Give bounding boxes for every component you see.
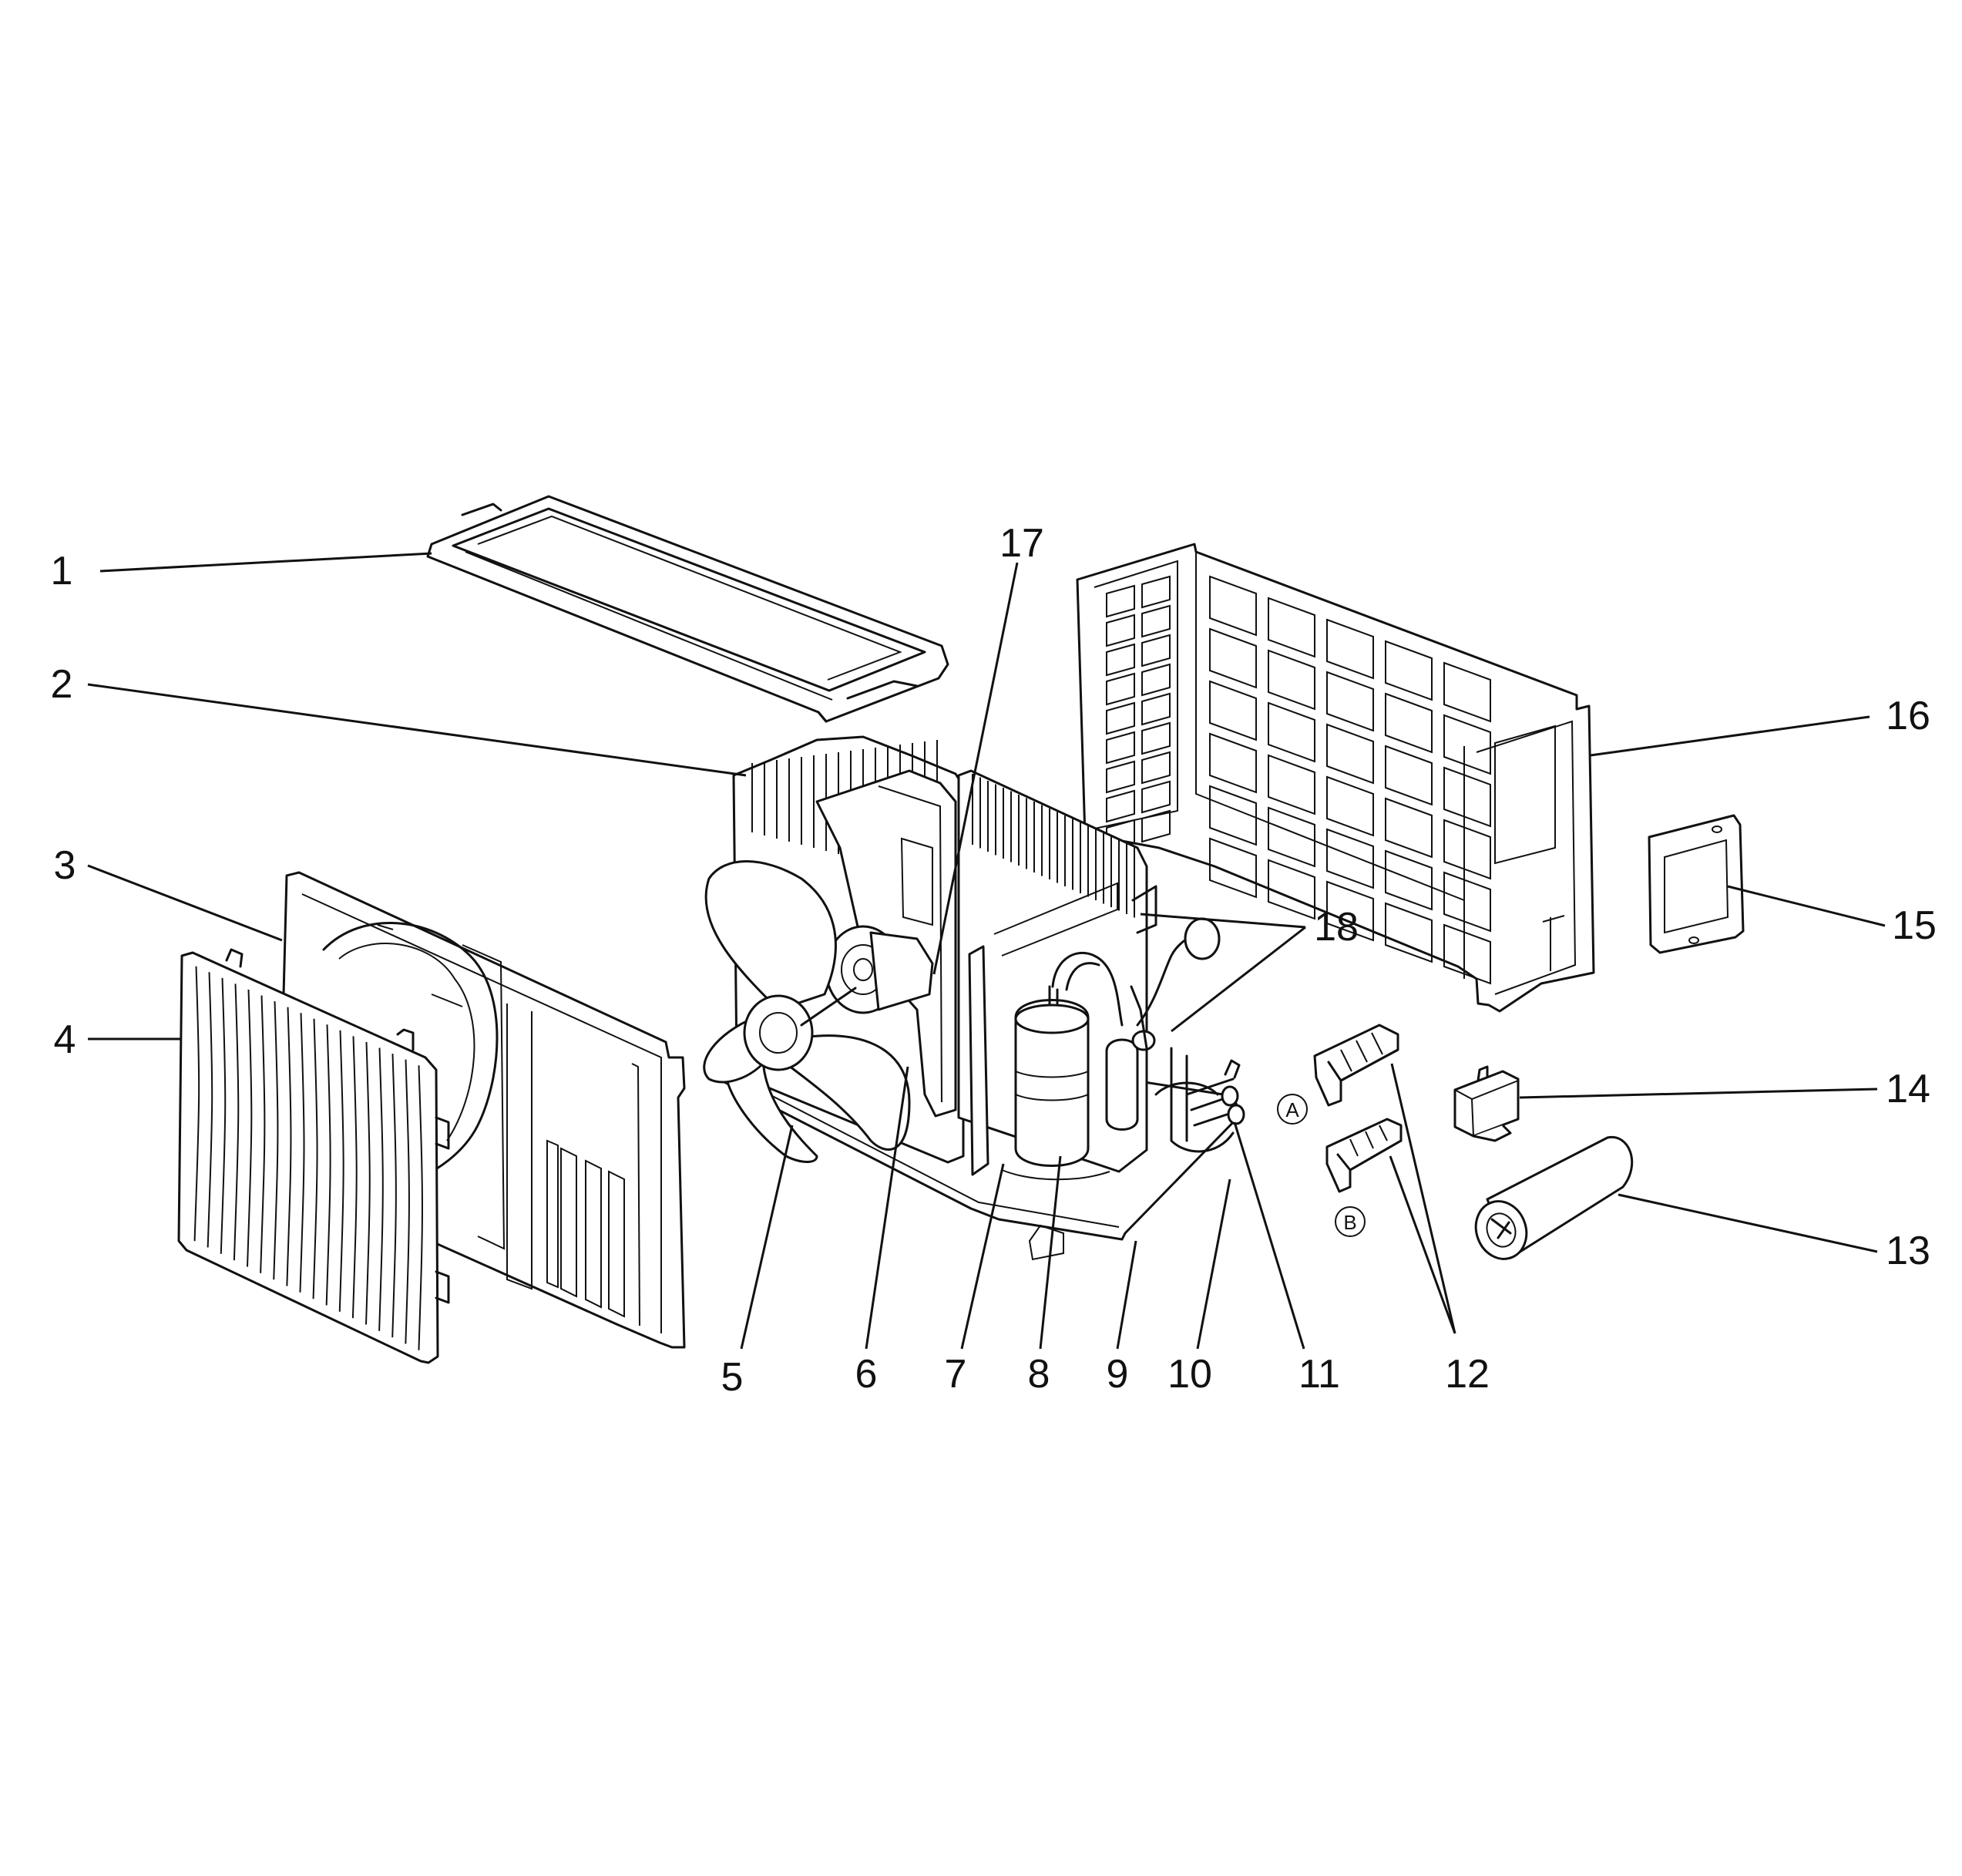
callout-6: 6 [855,1352,878,1397]
callout-9: 9 [1107,1352,1129,1397]
callout-17: 17 [999,521,1044,566]
leader-8 [1039,1155,1062,1350]
service-cover-plate [1648,814,1745,954]
top-cover-panel [426,495,949,723]
leader-7 [960,1163,1005,1350]
leader-5 [740,1125,794,1350]
callout-10: 10 [1167,1352,1212,1397]
leader-11 [1233,1121,1305,1350]
callout-1: 1 [51,549,73,593]
callout-7: 7 [945,1352,967,1397]
callout-11: 11 [1298,1352,1340,1397]
callout-2: 2 [51,662,73,707]
callout-13: 13 [1886,1229,1930,1273]
variant-marker-a: A [1277,1094,1308,1125]
relay-component [1453,1065,1520,1142]
terminal-block-b [1325,1118,1403,1193]
leader-lines [87,552,1886,1350]
leader-15 [1727,885,1886,927]
callout-18: 18 [1314,905,1359,950]
leader-3 [87,864,283,942]
leader-18a [1140,913,1306,929]
callout-4: 4 [54,1017,76,1062]
leader-12b [1389,1155,1456,1334]
leader-12a [1390,1063,1456,1334]
rear-side-panel [1076,543,1595,1013]
leader-2 [87,683,747,777]
callout-5: 5 [721,1355,744,1400]
leader-17 [932,562,1019,975]
callout-labels: 1 2 3 4 5 6 7 8 9 10 11 12 13 14 15 16 1… [51,521,1937,1400]
leader-10 [1196,1178,1231,1350]
leader-13 [1618,1193,1878,1253]
leader-1 [99,552,432,573]
variant-b-text: B [1343,1211,1356,1234]
front-grille [177,948,450,1364]
terminal-block-a [1313,1024,1399,1107]
callout-16: 16 [1886,694,1930,738]
main-assembly [703,735,1245,1261]
leader-14 [1519,1088,1878,1099]
leader-18b [1171,926,1306,1033]
callout-15: 15 [1892,903,1937,948]
capacitor-component [1474,1135,1634,1260]
variant-marker-b: B [1335,1206,1366,1237]
callout-8: 8 [1028,1352,1050,1397]
callout-12: 12 [1445,1352,1490,1397]
front-panel [277,871,686,1349]
callout-14: 14 [1886,1067,1930,1111]
leader-16 [1590,715,1870,757]
callout-3: 3 [54,843,76,888]
variant-a-text: A [1285,1098,1299,1121]
leader-9 [1116,1240,1137,1350]
leader-6 [865,1066,909,1350]
